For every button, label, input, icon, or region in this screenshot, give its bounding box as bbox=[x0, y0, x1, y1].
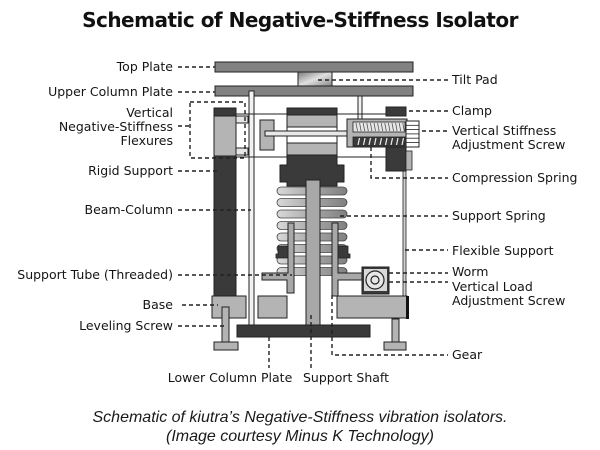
coil-line bbox=[373, 122, 376, 132]
coil-line bbox=[402, 122, 405, 132]
flexible-support bbox=[402, 149, 407, 298]
rigid-support-cap bbox=[213, 107, 237, 117]
center-cap bbox=[286, 107, 338, 116]
coil-line bbox=[366, 122, 369, 132]
label-flexures-2: Negative-Stiffness bbox=[59, 119, 173, 134]
coil-line bbox=[362, 122, 366, 132]
clamp-side bbox=[405, 150, 413, 171]
base-right bbox=[336, 295, 408, 319]
coil-line bbox=[370, 122, 373, 132]
label-beam-column: Beam-Column bbox=[85, 202, 173, 217]
coil-line bbox=[379, 137, 383, 146]
center-block-lower bbox=[286, 142, 338, 156]
label-compression-spring: Compression Spring bbox=[452, 170, 577, 185]
figure-caption: Schematic of kiutra’s Negative-Stiffness… bbox=[0, 408, 600, 446]
coil-line bbox=[395, 122, 398, 132]
flexure-tab-top bbox=[235, 115, 249, 124]
label-support-shaft: Support Shaft bbox=[303, 370, 389, 385]
diagram-title: Schematic of Negative-Stiffness Isolator bbox=[82, 8, 518, 32]
compression-spring-dark bbox=[352, 136, 406, 147]
label-gear: Gear bbox=[452, 347, 483, 362]
coil-line bbox=[377, 122, 380, 132]
tilt-pad bbox=[297, 71, 333, 87]
leveling-screw-left bbox=[221, 306, 230, 343]
label-base: Base bbox=[143, 297, 174, 312]
label-vl-adjust-1: Vertical Load bbox=[452, 279, 533, 294]
label-rigid-support: Rigid Support bbox=[88, 163, 173, 178]
coil-line bbox=[357, 137, 361, 146]
label-leveling-screw: Leveling Screw bbox=[79, 318, 173, 333]
lower-column-plate bbox=[236, 324, 371, 338]
support-shaft bbox=[305, 179, 321, 328]
coil-line bbox=[398, 122, 402, 132]
compression-spring-housing bbox=[352, 121, 406, 133]
label-support-tube: Support Tube (Threaded) bbox=[17, 267, 173, 282]
clamp-top bbox=[385, 106, 407, 117]
label-vs-adjust-2: Adjustment Screw bbox=[452, 137, 565, 152]
leveling-screw-right bbox=[391, 318, 400, 343]
label-tilt-pad: Tilt Pad bbox=[451, 72, 498, 87]
label-upper-column-plate: Upper Column Plate bbox=[48, 84, 173, 99]
leveling-screw-right-foot bbox=[383, 341, 407, 351]
coil-line bbox=[355, 122, 358, 132]
label-support-spring: Support Spring bbox=[452, 208, 546, 223]
center-block-upper bbox=[286, 114, 338, 128]
rigid-support bbox=[213, 155, 237, 297]
spring-seat bbox=[279, 154, 345, 187]
beam-column bbox=[248, 90, 255, 334]
caption-line-2: (Image courtesy Minus K Technology) bbox=[166, 428, 434, 445]
coil-line bbox=[368, 137, 372, 146]
compression-spring-coils bbox=[355, 122, 405, 146]
label-flexures-3: Flexures bbox=[120, 133, 173, 148]
label-vs-adjust-1: Vertical Stiffness bbox=[452, 123, 556, 138]
flexure-tab-bottom bbox=[235, 147, 249, 156]
coil-line bbox=[391, 122, 394, 132]
label-worm: Worm bbox=[452, 264, 488, 279]
coil-line bbox=[401, 137, 405, 146]
top-plate bbox=[214, 61, 414, 73]
caption-line-1: Schematic of kiutra’s Negative-Stiffness… bbox=[92, 409, 508, 426]
coil-line bbox=[388, 122, 391, 132]
coil-line bbox=[359, 122, 362, 132]
label-vl-adjust-2: Adjustment Screw bbox=[452, 293, 565, 308]
label-flexures-1: Vertical bbox=[126, 105, 173, 120]
coil-line bbox=[384, 137, 388, 146]
gear-left bbox=[275, 245, 289, 259]
coil-line bbox=[373, 137, 377, 146]
flexure-block-left bbox=[213, 115, 237, 157]
coil-line bbox=[362, 137, 366, 146]
clamp-bottom bbox=[385, 146, 407, 172]
vertical-stiffness-adjustment-screw bbox=[405, 120, 420, 148]
label-flexible-support: Flexible Support bbox=[452, 243, 554, 258]
label-clamp: Clamp bbox=[452, 103, 492, 118]
coil-line bbox=[380, 122, 384, 132]
base-right-edge bbox=[406, 296, 409, 319]
label-top-plate: Top Plate bbox=[116, 59, 174, 74]
flexures-bracket bbox=[189, 101, 246, 159]
coil-line bbox=[384, 122, 387, 132]
gear-right bbox=[337, 245, 351, 259]
coil-line bbox=[390, 137, 394, 146]
upper-column-plate bbox=[214, 85, 414, 97]
label-lower-column-plate: Lower Column Plate bbox=[168, 370, 293, 385]
leveling-screw-left-foot bbox=[213, 341, 239, 351]
coil-line bbox=[395, 137, 399, 146]
base-mid bbox=[257, 295, 288, 319]
